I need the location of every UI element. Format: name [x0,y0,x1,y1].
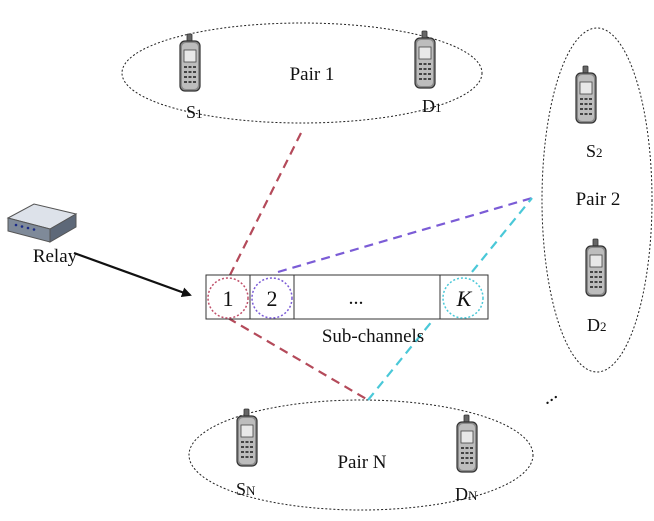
pair-2-source-label: S2 [586,141,603,161]
subchannel-2-circle [251,277,293,319]
pair-1-dest-phone-icon [414,30,436,89]
pair-2-dest-phone-icon [585,238,607,297]
relay-group: Relay [6,203,78,267]
pair-1-link [227,132,302,280]
more-pairs-ellipsis: ... [536,382,561,409]
pair-1-dest-label: D1 [422,96,442,116]
pair-n-source-phone-icon [236,408,258,467]
pair-2-link [277,196,533,274]
pair-2-group: Pair 2 S2 D2 [541,27,653,373]
subchannel-cell-ellipsis: ... [349,287,364,309]
pair-1-label: Pair 1 [290,64,335,85]
pair-n-ellipse [188,399,534,511]
pair-1-source-label: S1 [186,102,203,122]
subchannel-cell-1: 1 [223,286,234,311]
pair-1-source-phone-icon [179,33,201,92]
pair-n-link-from-subchannel-1 [227,317,369,401]
pair-2-source-phone-icon [575,65,597,124]
pair-n-label: Pair N [337,452,386,473]
relay-arrow [73,251,192,297]
pair-n-link-to-pair-2 [367,197,533,401]
pair-1-ellipse [121,22,483,124]
pair-n-group: Pair N SN DN [188,399,534,511]
pair-2-label: Pair 2 [576,189,621,210]
subchannel-k-circle [442,277,484,319]
pair-1-group: Pair 1 S1 D1 [121,22,483,124]
subchannel-cell-k: K [456,286,473,311]
relay-label: Relay [33,246,78,267]
relay-router-icon [6,203,78,243]
subchannel-1-circle [207,277,249,319]
pair-n-dest-label: DN [455,484,478,504]
pair-2-ellipse [541,27,653,373]
subchannel-bar: 1 2 ... K [205,274,489,320]
subchannels-caption: Sub-channels [322,326,424,347]
subchannel-cell-2: 2 [267,286,278,311]
pair-2-dest-label: D2 [587,315,607,335]
pair-n-dest-phone-icon [456,414,478,473]
pair-n-source-label: SN [236,479,256,499]
